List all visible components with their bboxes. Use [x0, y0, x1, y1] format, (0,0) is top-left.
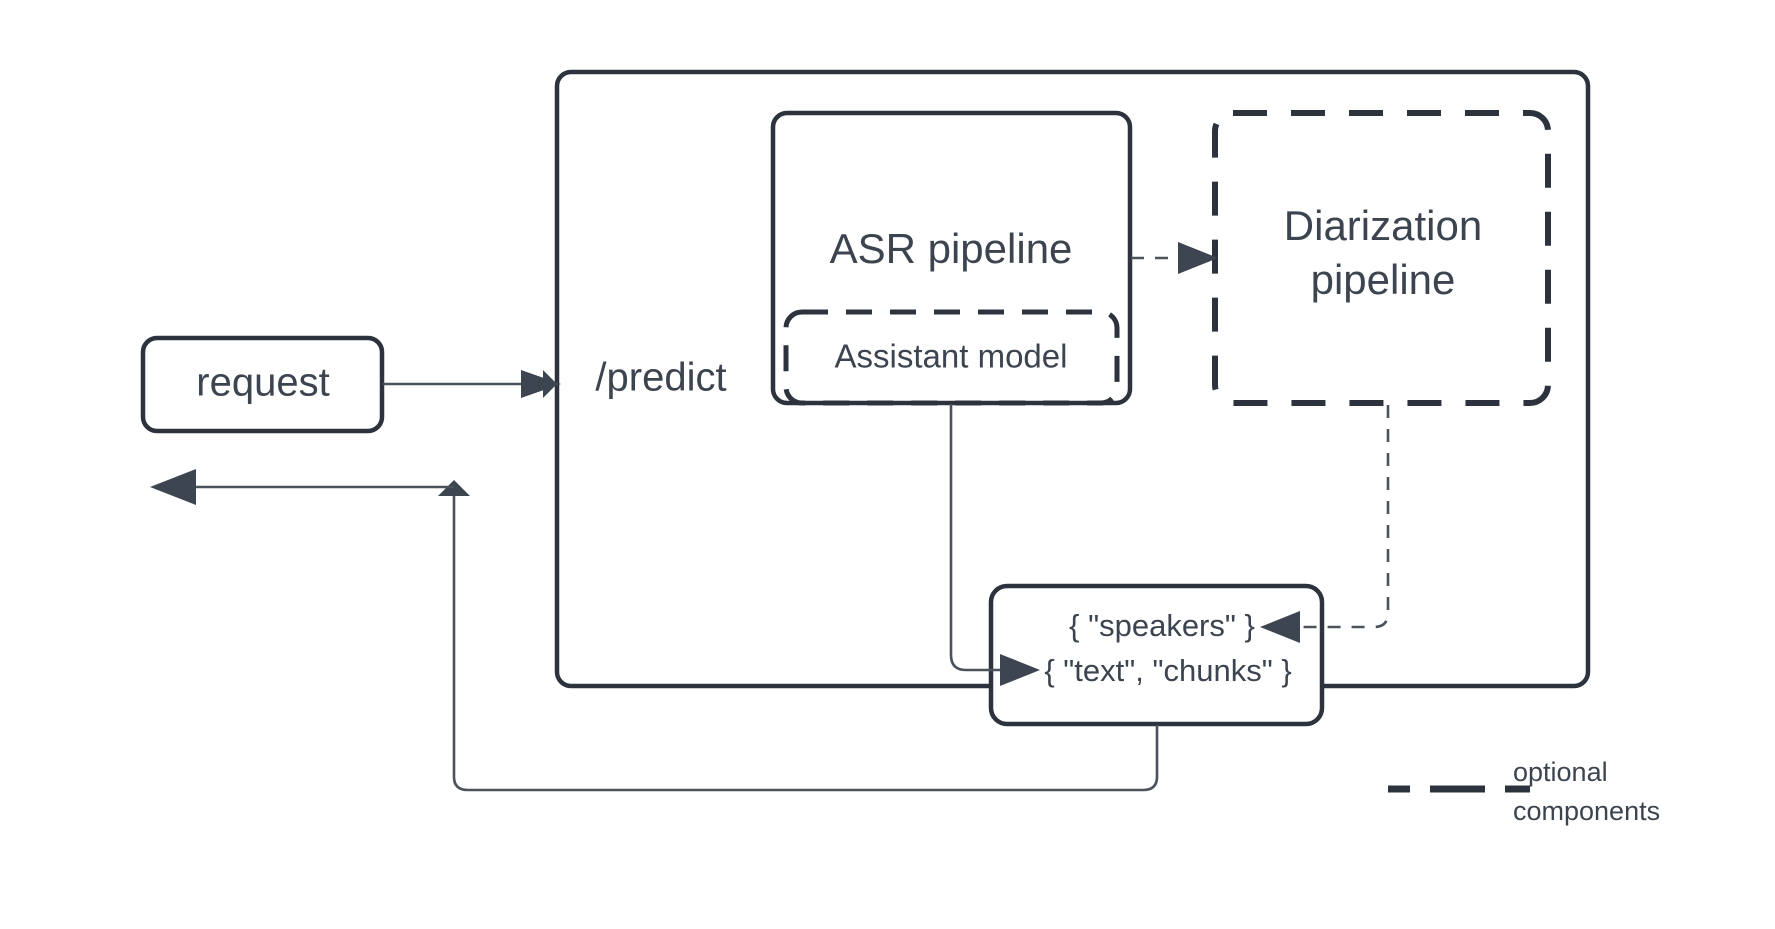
connector-diarization-to-speakers: [1300, 405, 1390, 629]
assistant-model-label: Assistant model: [835, 338, 1068, 375]
legend-label-line2: components: [1513, 796, 1660, 826]
asr-pipeline-label: ASR pipeline: [830, 225, 1073, 272]
request-label: request: [196, 361, 329, 405]
legend-label-line1: optional: [1513, 757, 1608, 787]
connector-output-to-response: [452, 496, 1159, 792]
arrowhead-request-to-predict-body: [521, 370, 561, 398]
output-speakers-label: { "speakers" }: [1069, 608, 1255, 643]
arrowhead-asr-to-diarization: [1178, 242, 1218, 274]
arrowhead-diarization-to-speakers: [1260, 611, 1300, 643]
output-json-box: [988, 583, 1325, 727]
service-label: /predict: [595, 356, 726, 400]
arrowhead-response-left: [150, 469, 196, 505]
output-text-chunks-label: { "text", "chunks" }: [1044, 653, 1291, 688]
assistant-model-box: [783, 309, 1120, 406]
connector-asr-to-text-chunks: [949, 404, 1000, 672]
arrowhead-asr-to-text-chunks: [1000, 654, 1040, 686]
diarization-pipeline-label-line1: Diarization: [1284, 202, 1482, 249]
diarization-pipeline-label-line2: pipeline: [1311, 256, 1456, 303]
request-box: [140, 335, 385, 434]
asr-pipeline-box: [770, 110, 1133, 406]
